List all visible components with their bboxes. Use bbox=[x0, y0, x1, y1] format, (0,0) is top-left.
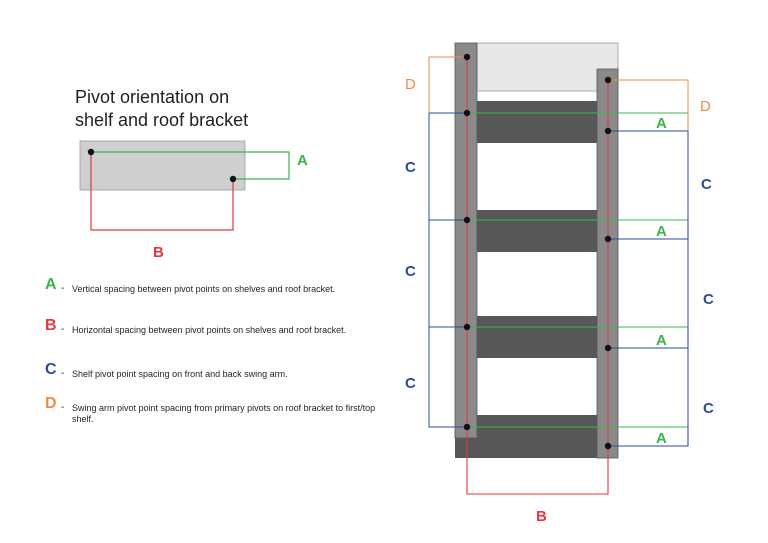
legend-dash: - bbox=[61, 368, 65, 379]
c-line-back bbox=[608, 130, 689, 447]
label-b-assembly: B bbox=[536, 508, 547, 525]
shelf-4 bbox=[455, 415, 618, 458]
bracket-plate bbox=[79, 140, 246, 191]
front-pivot-3 bbox=[463, 323, 471, 331]
legend-text-a: Vertical spacing between pivot points on… bbox=[72, 284, 336, 294]
legend-letter-b: B bbox=[45, 317, 57, 334]
legend-text-b: Horizontal spacing between pivot points … bbox=[72, 325, 347, 335]
label-c-front-2: C bbox=[405, 263, 416, 280]
assembly-b-line bbox=[466, 57, 609, 495]
label-c-back-2: C bbox=[703, 291, 714, 308]
back-pivot-4 bbox=[604, 442, 612, 450]
bracket-label-a: A bbox=[297, 152, 308, 169]
label-c-back-1: C bbox=[701, 176, 712, 193]
shelf-assembly: D D C C C C C C A A A A B bbox=[405, 42, 714, 525]
label-c-front-1: C bbox=[405, 159, 416, 176]
label-c-front-3: C bbox=[405, 375, 416, 392]
legend-dash: - bbox=[61, 402, 65, 413]
legend-text-c: Shelf pivot point spacing on front and b… bbox=[72, 369, 288, 379]
label-a-4: A bbox=[656, 430, 667, 447]
legend-dash: - bbox=[61, 324, 65, 335]
bracket-label-b: B bbox=[153, 244, 164, 261]
bracket-diagram: A B bbox=[79, 140, 308, 261]
front-swing-arm bbox=[454, 42, 478, 439]
back-pivot-roof bbox=[604, 76, 612, 84]
legend-letter-d: D bbox=[45, 395, 57, 412]
front-pivot-2 bbox=[463, 216, 471, 224]
label-a-2: A bbox=[656, 223, 667, 240]
bracket-a-line bbox=[91, 151, 290, 180]
front-pivot-4 bbox=[463, 423, 471, 431]
front-pivot-roof bbox=[463, 53, 471, 61]
shelf-2 bbox=[477, 210, 597, 252]
bracket-b-line bbox=[90, 152, 234, 231]
bracket-pivot-2 bbox=[229, 175, 237, 183]
back-pivot-2 bbox=[604, 235, 612, 243]
shelf-3 bbox=[477, 316, 597, 358]
legend-text-d: Swing arm pivot point spacing from prima… bbox=[72, 403, 376, 424]
title-line-1: Pivot orientation on bbox=[75, 87, 230, 107]
roof-bracket bbox=[476, 42, 619, 92]
legend-letter-c: C bbox=[45, 361, 57, 378]
legend-letter-a: A bbox=[45, 276, 57, 293]
c-line-front bbox=[428, 112, 467, 428]
title-line-2: shelf and roof bracket bbox=[75, 110, 249, 130]
back-pivot-3 bbox=[604, 344, 612, 352]
bracket-pivot-1 bbox=[87, 148, 95, 156]
diagram-title: Pivot orientation on shelf and roof brac… bbox=[75, 86, 248, 132]
d-line-front bbox=[428, 56, 467, 113]
back-pivot-1 bbox=[604, 127, 612, 135]
d-line-back bbox=[608, 79, 689, 131]
label-d-front: D bbox=[405, 76, 416, 93]
label-d-back: D bbox=[700, 98, 711, 115]
label-a-3: A bbox=[656, 332, 667, 349]
front-pivot-1 bbox=[463, 109, 471, 117]
label-a-1: A bbox=[656, 115, 667, 132]
shelf-1 bbox=[477, 101, 597, 143]
legend-dash: - bbox=[61, 283, 65, 294]
label-c-back-3: C bbox=[703, 400, 714, 417]
